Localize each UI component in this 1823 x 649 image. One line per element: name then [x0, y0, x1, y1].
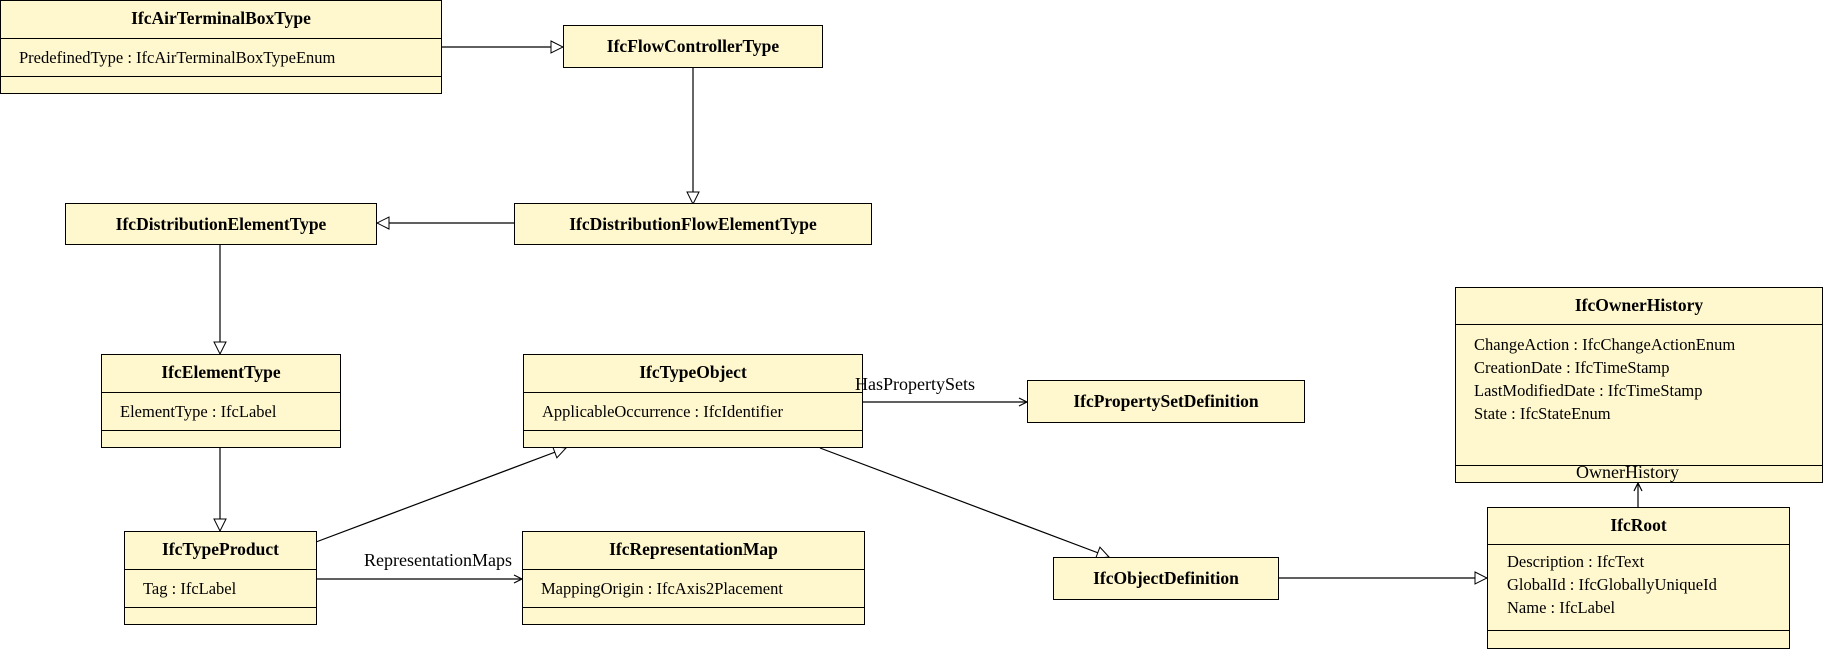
- attribute-row: GlobalId : IfcGloballyUniqueId: [1507, 575, 1717, 594]
- operation-compartment: [523, 607, 864, 624]
- generalization-typeproduct-to-typeobject: [315, 448, 566, 543]
- attribute-compartment: ChangeAction : IfcChangeActionEnum Creat…: [1456, 324, 1822, 465]
- association-label-representationmaps: RepresentationMaps: [364, 550, 512, 570]
- class-box-ifcrepresentationmap[interactable]: IfcRepresentationMap MappingOrigin : Ifc…: [522, 531, 865, 625]
- class-box-ifcownerhistory[interactable]: IfcOwnerHistory ChangeAction : IfcChange…: [1455, 287, 1823, 483]
- operation-compartment: [102, 430, 340, 447]
- class-title: IfcTypeObject: [639, 362, 747, 382]
- attribute-row: Tag : IfcLabel: [143, 579, 237, 598]
- attribute-row: ElementType : IfcLabel: [120, 402, 277, 421]
- class-box-ifcflowcontrollertype[interactable]: IfcFlowControllerType: [563, 25, 823, 68]
- class-title: IfcDistributionFlowElementType: [569, 214, 817, 234]
- class-title: IfcRepresentationMap: [609, 539, 778, 559]
- attribute-row: State : IfcStateEnum: [1474, 404, 1611, 423]
- operation-compartment: [1488, 630, 1789, 648]
- class-box-ifcairterminalboxtype[interactable]: IfcAirTerminalBoxType PredefinedType : I…: [0, 0, 442, 94]
- class-title: IfcObjectDefinition: [1093, 568, 1239, 588]
- class-box-ifcdistributionelementtype[interactable]: IfcDistributionElementType: [65, 203, 377, 245]
- class-title: IfcPropertySetDefinition: [1073, 391, 1259, 411]
- attribute-compartment: PredefinedType : IfcAirTerminalBoxTypeEn…: [1, 38, 441, 76]
- class-title: IfcRoot: [1610, 515, 1667, 535]
- class-box-ifctypeobject[interactable]: IfcTypeObject ApplicableOccurrence : Ifc…: [523, 354, 863, 448]
- class-title: IfcElementType: [161, 362, 281, 382]
- class-box-ifctypeproduct[interactable]: IfcTypeProduct Tag : IfcLabel: [124, 531, 317, 625]
- class-box-ifcelementtype[interactable]: IfcElementType ElementType : IfcLabel: [101, 354, 341, 448]
- operation-compartment: [524, 430, 862, 447]
- class-title: IfcAirTerminalBoxType: [131, 8, 311, 28]
- generalization-typeobject-to-objdef: [819, 447, 1109, 557]
- attribute-compartment: ElementType : IfcLabel: [102, 392, 340, 430]
- operation-compartment: [125, 607, 316, 624]
- attribute-row: CreationDate : IfcTimeStamp: [1474, 358, 1670, 377]
- class-title: IfcTypeProduct: [162, 539, 279, 559]
- attribute-row: ApplicableOccurrence : IfcIdentifier: [542, 402, 783, 421]
- attribute-compartment: Description : IfcText GlobalId : IfcGlob…: [1488, 544, 1789, 630]
- attribute-row: Description : IfcText: [1507, 552, 1645, 571]
- attribute-compartment: Tag : IfcLabel: [125, 569, 316, 607]
- attribute-row: ChangeAction : IfcChangeActionEnum: [1474, 335, 1736, 354]
- class-box-ifcroot[interactable]: IfcRoot Description : IfcText GlobalId :…: [1487, 507, 1790, 649]
- class-title: IfcFlowControllerType: [606, 36, 780, 56]
- attribute-compartment: ApplicableOccurrence : IfcIdentifier: [524, 392, 862, 430]
- class-box-ifcobjectdefinition[interactable]: IfcObjectDefinition: [1053, 557, 1279, 600]
- class-box-ifcdistributionflowelementtype[interactable]: IfcDistributionFlowElementType: [514, 203, 872, 245]
- attribute-row: MappingOrigin : IfcAxis2Placement: [541, 579, 783, 598]
- attribute-row: Name : IfcLabel: [1507, 598, 1616, 617]
- attribute-row: LastModifiedDate : IfcTimeStamp: [1474, 381, 1703, 400]
- association-label-ownerhistory: OwnerHistory: [1576, 462, 1679, 482]
- association-label-haspropertysets: HasPropertySets: [855, 374, 975, 394]
- class-box-ifcpropertysetdefinition[interactable]: IfcPropertySetDefinition: [1027, 380, 1305, 423]
- operation-compartment: [1, 76, 441, 93]
- class-title: IfcOwnerHistory: [1574, 295, 1704, 315]
- attribute-row: PredefinedType : IfcAirTerminalBoxTypeEn…: [19, 48, 336, 67]
- class-title: IfcDistributionElementType: [115, 214, 327, 234]
- attribute-compartment: MappingOrigin : IfcAxis2Placement: [523, 569, 864, 607]
- operation-compartment: [1456, 465, 1822, 482]
